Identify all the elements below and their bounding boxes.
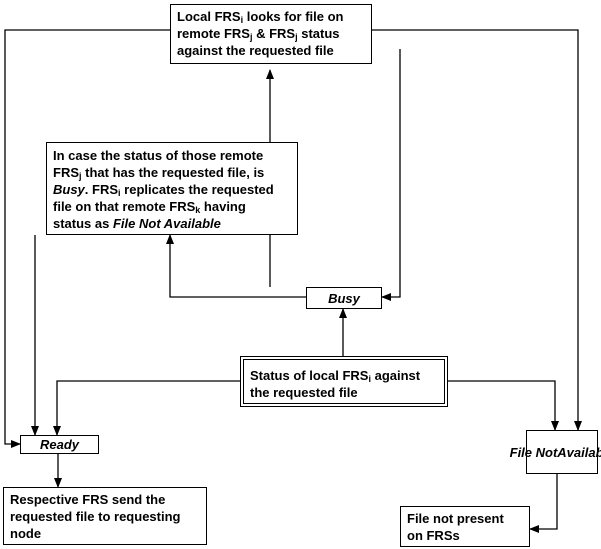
arrow-busy-to-busy-case bbox=[166, 234, 306, 298]
arrow-local-lookup-to-ready bbox=[4, 29, 170, 448]
node-line: Busy. FRSi replicates the requested bbox=[53, 181, 297, 198]
subscript: i bbox=[368, 374, 371, 384]
arrow-local-lookup-to-file-not-available bbox=[372, 29, 582, 431]
text: status bbox=[297, 26, 340, 41]
subscript: j bbox=[249, 32, 253, 42]
node-line: Status of local FRSi against bbox=[250, 367, 444, 384]
text: against bbox=[370, 368, 421, 383]
text: having bbox=[200, 199, 246, 214]
text: File not present bbox=[407, 511, 504, 526]
node-line: In case the status of those remote bbox=[53, 147, 297, 164]
text: looks for file on bbox=[243, 9, 344, 24]
node-line: file on that remote FRSk having bbox=[53, 198, 297, 215]
arrow-status-to-ready bbox=[53, 380, 241, 436]
text: requested file to requesting bbox=[10, 509, 181, 524]
text: the requested file bbox=[250, 385, 358, 400]
node-line: remote FRSj & FRSj status bbox=[177, 25, 371, 42]
node-line: Local FRSi looks for file on bbox=[177, 8, 371, 25]
node-line: Busy bbox=[328, 290, 360, 307]
text: remote FRS bbox=[177, 26, 250, 41]
send-file-node: Respective FRS send the requested file to… bbox=[3, 487, 207, 545]
ready-node: Ready bbox=[20, 435, 99, 454]
node-line: against the requested file bbox=[177, 42, 371, 59]
node-line: Available bbox=[557, 444, 601, 461]
busy-node: Busy bbox=[306, 287, 382, 309]
subscript: k bbox=[195, 205, 201, 215]
arrow-status-to-file-not-available bbox=[448, 380, 559, 431]
text: . FRS bbox=[84, 182, 119, 197]
text: file on that remote FRS bbox=[53, 199, 196, 214]
text: that has the requested file, is bbox=[81, 165, 265, 180]
node-line: requested file to requesting bbox=[10, 508, 206, 525]
italic-text: File Not Available bbox=[112, 216, 221, 231]
arrow-file-not-available-to-not-present bbox=[529, 474, 558, 533]
italic-text: Busy bbox=[53, 182, 85, 197]
text: & FRS bbox=[252, 26, 296, 41]
italic-text: File Not bbox=[509, 444, 558, 460]
italic-text: Busy bbox=[328, 290, 360, 306]
text: node bbox=[10, 526, 42, 541]
node-line: File not present bbox=[407, 510, 529, 527]
node-line: File Not bbox=[510, 444, 558, 461]
subscript: i bbox=[118, 188, 121, 198]
subscript: i bbox=[240, 15, 244, 25]
text: In case the status of those remote bbox=[53, 148, 264, 163]
text: Status of local FRS bbox=[250, 368, 369, 383]
node-line: on FRSs bbox=[407, 527, 529, 544]
node-line: the requested file bbox=[250, 384, 444, 401]
subscript: j bbox=[79, 171, 82, 181]
not-present-node: File not present on FRSs bbox=[400, 506, 530, 547]
arrow-local-lookup-to-busy bbox=[381, 49, 401, 301]
text: against the requested file bbox=[177, 43, 334, 58]
text: on FRSs bbox=[407, 528, 460, 543]
node-line: Ready bbox=[40, 436, 79, 453]
text: replicates the requested bbox=[120, 182, 274, 197]
italic-text: Ready bbox=[39, 437, 80, 452]
node-line: node bbox=[10, 525, 206, 542]
text: Respective FRS send the bbox=[10, 492, 166, 507]
node-line: Respective FRS send the bbox=[10, 491, 206, 508]
text: FRS bbox=[53, 165, 79, 180]
node-line: FRSj that has the requested file, is bbox=[53, 164, 297, 181]
text: Local FRS bbox=[177, 9, 241, 24]
subscript: j bbox=[295, 32, 298, 42]
text: status as bbox=[53, 216, 113, 231]
italic-text: Available bbox=[557, 444, 601, 460]
node-line: status as File Not Available bbox=[53, 215, 297, 232]
